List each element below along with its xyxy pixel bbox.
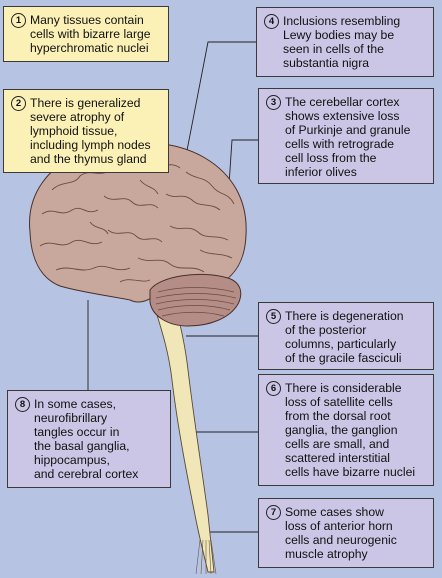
number-badge-8: 8 xyxy=(15,397,30,412)
number-badge-1: 1 xyxy=(11,13,26,28)
box-8-text: In some cases, neurofibrillary tangles o… xyxy=(34,397,139,481)
box-4: 4 Inclusions resembling Lewy bodies may … xyxy=(256,7,434,77)
box-6-text: There is considerable loss of satellite … xyxy=(285,381,416,479)
box-5-text: There is degeneration of the posterior c… xyxy=(285,309,404,365)
box-5: 5 There is degeneration of the posterior… xyxy=(258,302,434,370)
box-2-text: There is generalized severe atrophy of l… xyxy=(30,96,151,166)
box-2: 2 There is generalized severe atrophy of… xyxy=(3,89,169,173)
number-badge-6: 6 xyxy=(266,381,281,396)
box-6: 6 There is considerable loss of satellit… xyxy=(258,374,434,486)
box-1: 1 Many tissues contain cells with bizarr… xyxy=(3,6,169,62)
cerebellum xyxy=(149,273,242,327)
number-badge-2: 2 xyxy=(11,96,26,111)
box-1-text: Many tissues contain cells with bizarre … xyxy=(30,13,151,55)
box-7-text: Some cases show loss of anterior horn ce… xyxy=(285,505,397,561)
number-badge-7: 7 xyxy=(266,505,281,520)
spinal-cord xyxy=(147,284,217,575)
number-badge-3: 3 xyxy=(266,95,281,110)
box-4-text: Inclusions resembling Lewy bodies may be… xyxy=(283,14,401,70)
box-3-text: The cerebellar cortex shows extensive lo… xyxy=(285,95,411,179)
box-3: 3 The cerebellar cortex shows extensive … xyxy=(258,88,434,184)
box-7: 7 Some cases show loss of anterior horn … xyxy=(258,498,434,568)
number-badge-4: 4 xyxy=(264,14,279,29)
box-8: 8 In some cases, neurofibrillary tangles… xyxy=(7,390,171,488)
number-badge-5: 5 xyxy=(266,309,281,324)
